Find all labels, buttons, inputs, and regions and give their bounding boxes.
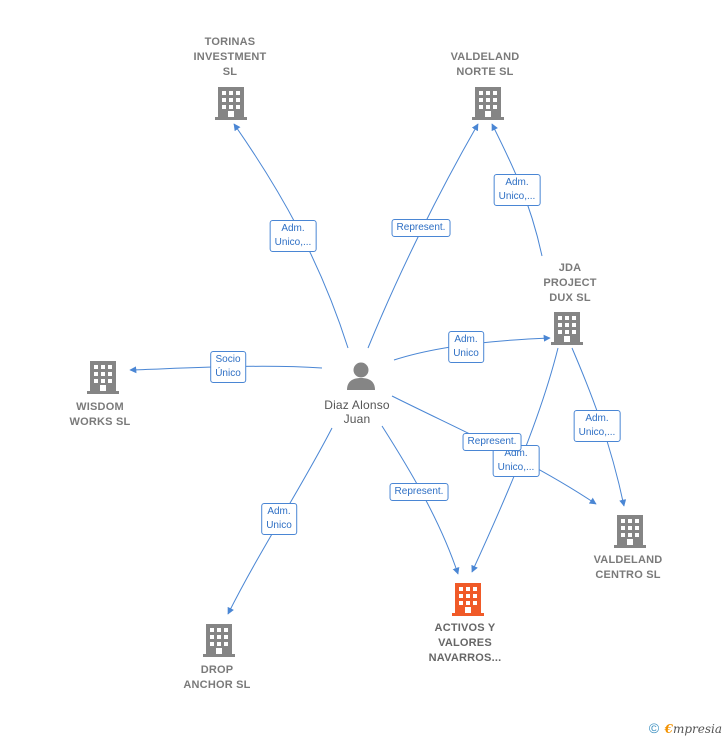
node-label-activos[interactable]: ACTIVOS Y VALORES NAVARROS... [428, 622, 502, 664]
edge-label-person-jda: Adm. Unico [448, 331, 484, 363]
edge-label-person-activos: Represent. [389, 483, 449, 501]
edge-label-jda-valdeland-centro: Adm. Unico,... [573, 410, 621, 442]
copyright-icon: © [648, 720, 660, 736]
building-icon-torinas[interactable] [215, 87, 247, 120]
node-label-wisdom[interactable]: WISDOM WORKS SL [69, 401, 131, 428]
building-icon-valdeland-centro[interactable] [614, 515, 646, 548]
building-icon-wisdom[interactable] [87, 361, 119, 394]
edge-label-jda-valdeland-norte: Adm. Unico,... [493, 174, 541, 206]
empresia-footer[interactable]: © €mpresia [649, 720, 722, 736]
empresia-logo-initial: € [664, 722, 673, 736]
node-label-torinas[interactable]: TORINAS INVESTMENT SL [193, 36, 267, 78]
edge-label-person-torinas: Adm. Unico,... [269, 220, 317, 252]
node-label-drop[interactable]: DROP ANCHOR SL [183, 664, 251, 691]
node-label-valdeland-centro[interactable]: VALDELAND CENTRO SL [593, 554, 663, 581]
node-label-person[interactable]: Diaz Alonso Juan [324, 398, 390, 426]
node-label-valdeland-norte[interactable]: VALDELAND NORTE SL [450, 51, 520, 78]
edge-label-person-valdeland-centro: Represent. [462, 433, 522, 451]
building-icon-activos[interactable] [452, 583, 484, 616]
building-icon-jda[interactable] [551, 312, 583, 345]
node-label-jda[interactable]: JDA PROJECT DUX SL [543, 262, 597, 304]
empresia-logo-text: mpresia [672, 722, 722, 736]
person-icon[interactable] [347, 362, 375, 391]
edge-label-person-valdeland-norte: Represent. [391, 219, 451, 237]
building-icon-drop[interactable] [203, 624, 235, 657]
building-icon-valdeland-norte[interactable] [472, 87, 504, 120]
edge-label-person-drop: Adm. Unico [261, 503, 297, 535]
edge-label-person-wisdom: Socio Único [210, 351, 246, 383]
